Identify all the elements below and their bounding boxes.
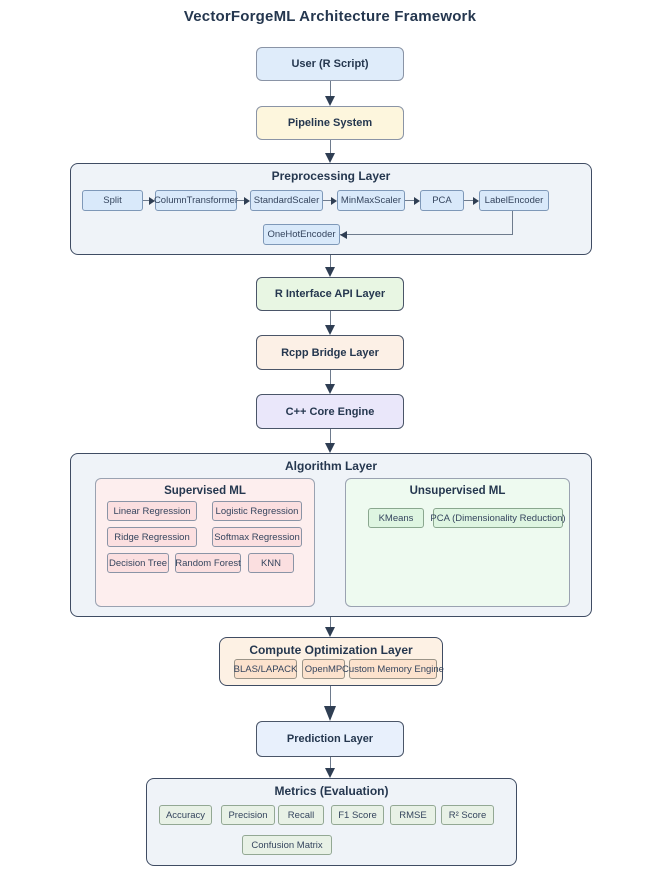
node-f1-score: F1 Score <box>331 805 384 825</box>
arrow-cpp-to-algorithm <box>324 429 336 453</box>
node-minmaxscaler: MinMaxScaler <box>337 190 405 211</box>
node-logistic-regression: Logistic Regression <box>212 501 302 521</box>
arrow-rcpp-to-cpp <box>324 370 336 394</box>
node-random-forest: Random Forest <box>175 553 241 573</box>
subgraph-unsupervised-ml: Unsupervised ML <box>345 478 570 607</box>
node-knn: KNN <box>248 553 294 573</box>
node-split: Split <box>82 190 143 211</box>
arrow-compute-to-prediction <box>324 686 336 721</box>
node-decision-tree: Decision Tree <box>107 553 169 573</box>
arrow-minmaxscaler-to-pca <box>405 196 420 205</box>
node-accuracy: Accuracy <box>159 805 212 825</box>
node-prediction-layer: Prediction Layer <box>256 721 404 757</box>
arrow-r-api-to-rcpp <box>324 311 336 335</box>
supervised-ml-title: Supervised ML <box>164 485 246 497</box>
arrow-columntransformer-to-standardscaler <box>237 196 250 205</box>
node-pca-dimensionality-reduction: PCA (Dimensionality Reduction) <box>430 508 566 528</box>
arrow-labelencoder-to-onehotencoder <box>340 211 513 239</box>
metrics-title: Metrics (Evaluation) <box>274 784 389 798</box>
node-custom-memory-engine: Custom Memory Engine <box>342 659 444 679</box>
node-columntransformer: ColumnTransformer <box>154 190 238 211</box>
arrow-split-to-columntransformer <box>143 196 155 205</box>
node-onehotencoder: OneHotEncoder <box>263 224 340 245</box>
arrow-pca-to-labelencoder <box>464 196 479 205</box>
arrow-standardscaler-to-minmaxscaler <box>323 196 337 205</box>
diagram-title: VectorForgeML Architecture Framework <box>183 8 477 25</box>
node-r-interface-api-layer: R Interface API Layer <box>256 277 404 311</box>
unsupervised-ml-title: Unsupervised ML <box>409 485 506 497</box>
node-standardscaler: StandardScaler <box>250 190 323 211</box>
arrow-pipeline-to-preprocessing <box>324 140 336 163</box>
node-kmeans: KMeans <box>368 508 424 528</box>
node-rmse: RMSE <box>390 805 436 825</box>
node-confusion-matrix: Confusion Matrix <box>242 835 332 855</box>
node-precision: Precision <box>221 805 275 825</box>
arrow-prediction-to-metrics <box>324 757 336 778</box>
arrow-preprocessing-to-r-api <box>324 255 336 277</box>
node-labelencoder: LabelEncoder <box>479 190 549 211</box>
node-recall: Recall <box>278 805 324 825</box>
arrow-user-to-pipeline <box>324 81 336 106</box>
compute-optimization-title: Compute Optimization Layer <box>249 643 413 657</box>
node-rcpp-bridge-layer: Rcpp Bridge Layer <box>256 335 404 370</box>
node-ridge-regression: Ridge Regression <box>107 527 197 547</box>
node-blas-lapack: BLAS/LAPACK <box>234 659 297 679</box>
node-user-r-script: User (R Script) <box>256 47 404 81</box>
algorithm-layer-title: Algorithm Layer <box>284 459 377 473</box>
node-softmax-regression: Softmax Regression <box>212 527 302 547</box>
node-r2-score: R² Score <box>441 805 494 825</box>
preprocessing-layer-title: Preprocessing Layer <box>271 169 391 183</box>
node-linear-regression: Linear Regression <box>107 501 197 521</box>
node-openmp: OpenMP <box>302 659 345 679</box>
node-cpp-core-engine: C++ Core Engine <box>256 394 404 429</box>
arrow-algorithm-to-compute <box>324 617 336 637</box>
node-pipeline-system: Pipeline System <box>256 106 404 140</box>
node-pca: PCA <box>420 190 464 211</box>
